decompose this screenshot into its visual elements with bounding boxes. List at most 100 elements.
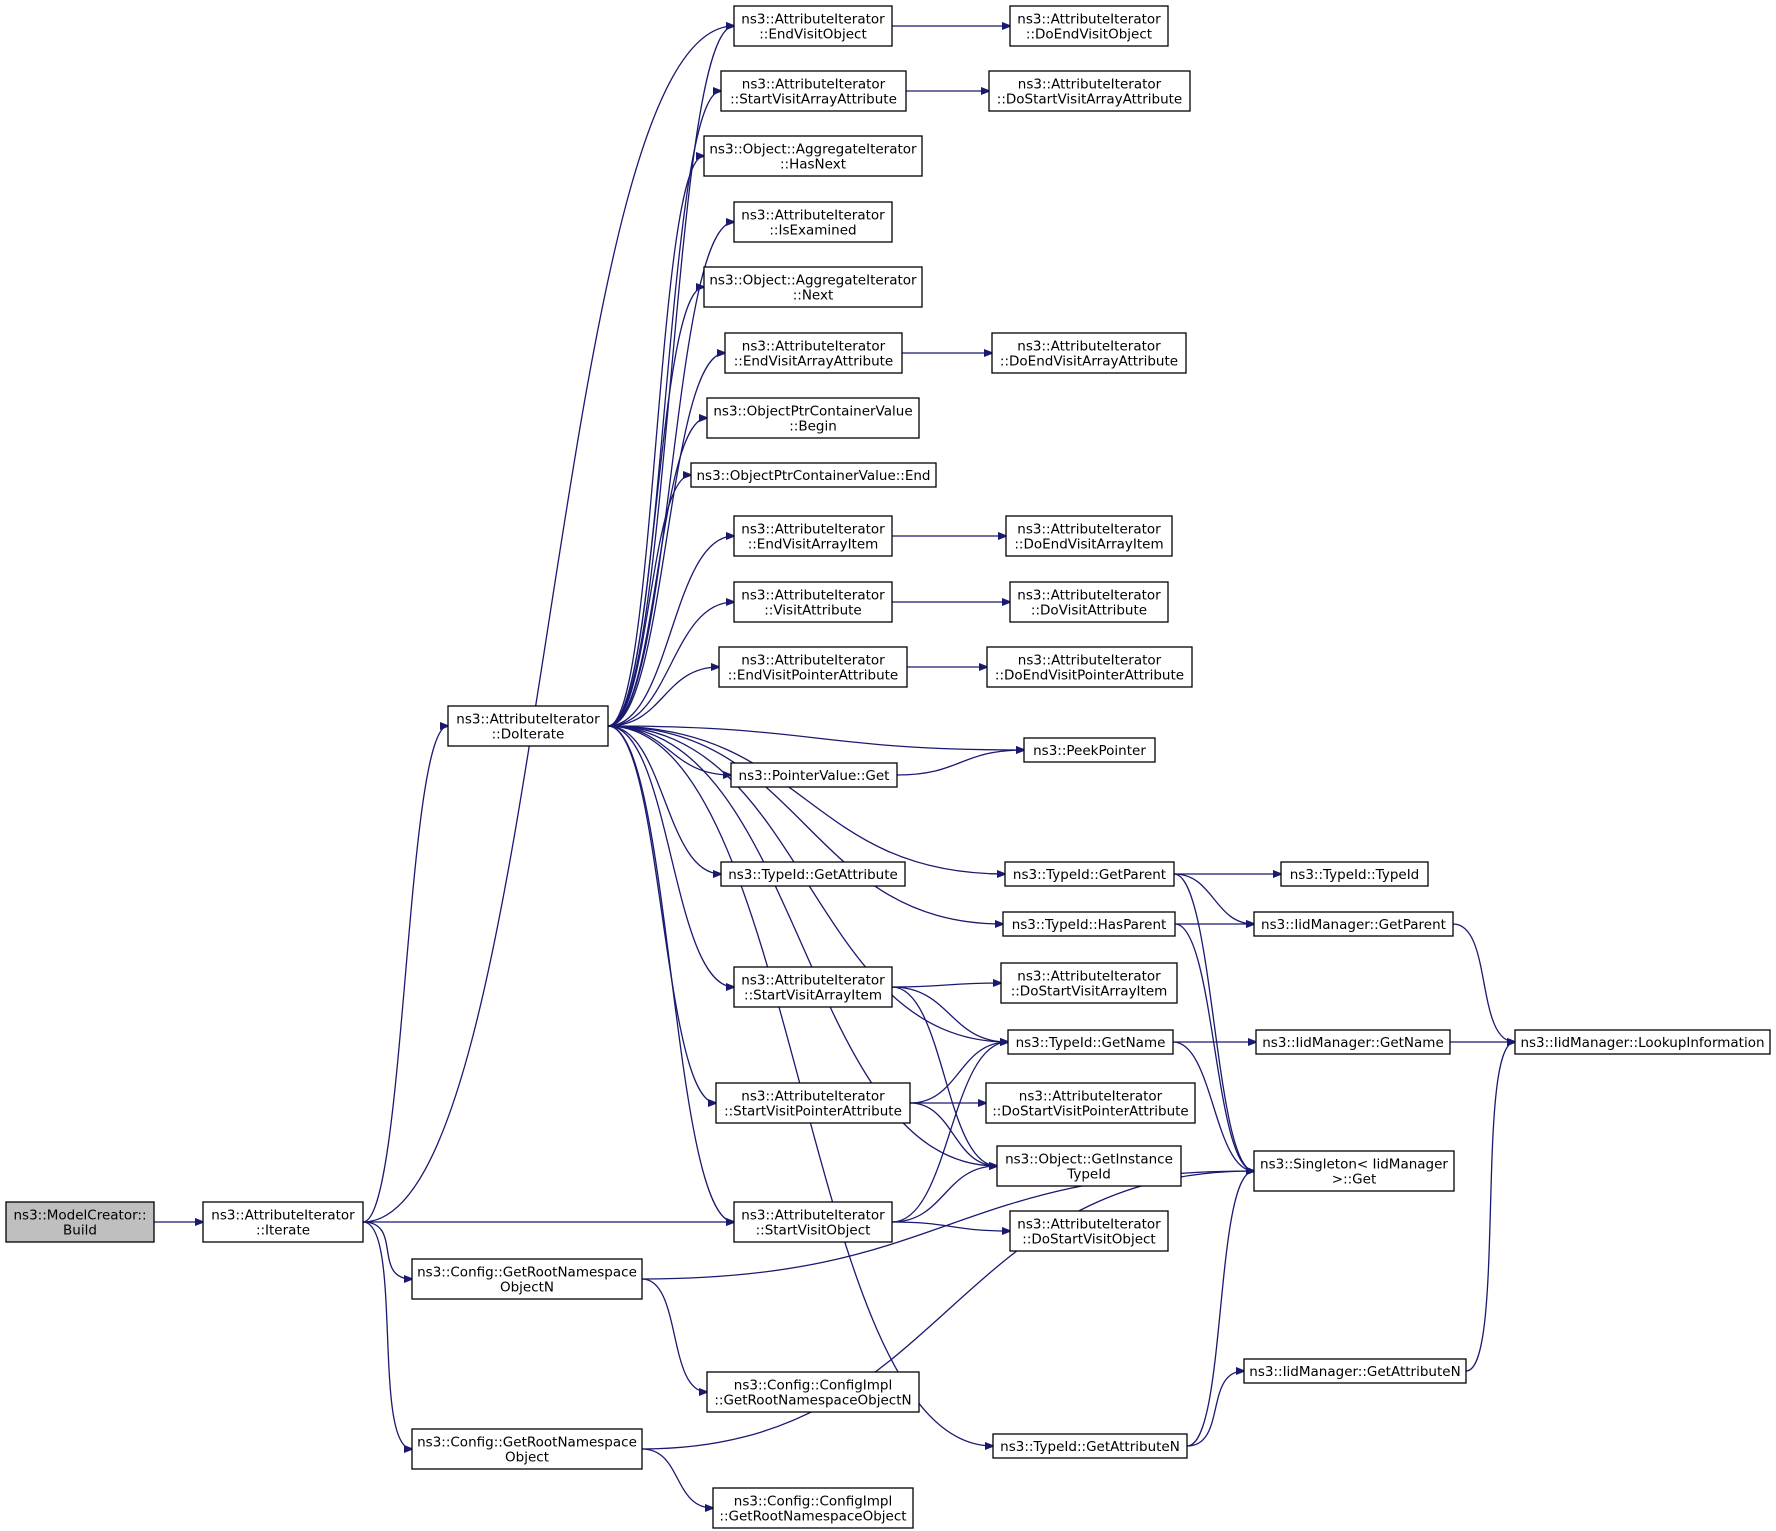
- edge-startvisitobject-to-dostartvisitobject: [891, 1221, 1010, 1231]
- node-label: ::Next: [793, 288, 834, 304]
- node-box: [411, 1428, 643, 1470]
- node-endvisitobject[interactable]: ns3::AttributeIterator::EndVisitObject: [733, 5, 893, 47]
- node-label: ns3::PeekPointer: [1033, 743, 1146, 759]
- node-typeid-typeid[interactable]: ns3::TypeId::TypeId: [1280, 861, 1429, 887]
- node-singleton-get[interactable]: ns3::Singleton< IidManager>::Get: [1253, 1150, 1455, 1192]
- node-box: [690, 462, 937, 488]
- node-startvisitptrattr[interactable]: ns3::AttributeIterator::StartVisitPointe…: [715, 1082, 911, 1124]
- node-label: ns3::Config::GetRootNamespace: [417, 1265, 637, 1281]
- node-doendvisitptrattr[interactable]: ns3::AttributeIterator::DoEndVisitPointe…: [986, 646, 1193, 688]
- node-typeid-getparent[interactable]: ns3::TypeId::GetParent: [1004, 861, 1175, 887]
- node-label: ::EndVisitObject: [759, 27, 867, 43]
- node-cfgimpl-getrootnsobjn[interactable]: ns3::Config::ConfigImpl::GetRootNamespac…: [706, 1371, 920, 1413]
- node-box: [720, 70, 907, 112]
- node-box: [706, 1371, 920, 1413]
- node-build[interactable]: ns3::ModelCreator::Build: [5, 1201, 155, 1243]
- edge-iterate-to-endvisitobject: [362, 26, 734, 1223]
- node-endvisitarrayattr[interactable]: ns3::AttributeIterator::EndVisitArrayAtt…: [724, 332, 903, 374]
- node-ptrvalue-get[interactable]: ns3::PointerValue::Get: [730, 762, 898, 788]
- node-box: [720, 861, 906, 887]
- node-layer: ns3::ModelCreator::Build ns3::AttributeIt…: [5, 5, 1771, 1529]
- node-dostartvisitptrattr[interactable]: ns3::AttributeIterator::DoStartVisitPoin…: [985, 1082, 1196, 1124]
- node-box: [1000, 962, 1178, 1004]
- node-aggr-next[interactable]: ns3::Object::AggregateIterator::Next: [703, 266, 923, 308]
- node-dostartvisitarrayattr[interactable]: ns3::AttributeIterator::DoStartVisitArra…: [988, 70, 1191, 112]
- node-box: [733, 5, 893, 47]
- node-typeid-getattribute[interactable]: ns3::TypeId::GetAttribute: [720, 861, 906, 887]
- node-startvisitobject[interactable]: ns3::AttributeIterator::StartVisitObject: [733, 1201, 893, 1243]
- node-label: ns3::IidManager::GetName: [1262, 1035, 1444, 1051]
- node-iid-getattributen[interactable]: ns3::IidManager::GetAttributeN: [1243, 1358, 1467, 1384]
- node-label: ::DoStartVisitArrayAttribute: [997, 92, 1182, 108]
- node-doiterate[interactable]: ns3::AttributeIterator::DoIterate: [447, 705, 609, 747]
- node-label: ::HasNext: [780, 157, 846, 173]
- node-box: [1255, 1029, 1451, 1055]
- node-box: [1005, 515, 1173, 557]
- node-box: [733, 201, 893, 243]
- node-box: [703, 266, 923, 308]
- node-dostartvisitobject[interactable]: ns3::AttributeIterator::DoStartVisitObje…: [1009, 1210, 1169, 1252]
- node-dostartvisitarrayitem[interactable]: ns3::AttributeIterator::DoStartVisitArra…: [1000, 962, 1178, 1004]
- node-label: ::GetRootNamespaceObject: [719, 1509, 906, 1525]
- node-label: ::EndVisitArrayAttribute: [734, 354, 894, 370]
- node-startvisitarrayitem[interactable]: ns3::AttributeIterator::StartVisitArrayI…: [733, 966, 893, 1008]
- node-label: ns3::AttributeIterator: [741, 1208, 885, 1224]
- node-label: ::DoStartVisitObject: [1022, 1232, 1155, 1248]
- node-endvisitarrayitem[interactable]: ns3::AttributeIterator::EndVisitArrayIte…: [733, 515, 893, 557]
- node-cfg-getrootnsobjn[interactable]: ns3::Config::GetRootNamespaceObjectN: [411, 1258, 643, 1300]
- node-label: ns3::AttributeIterator: [1017, 588, 1161, 604]
- node-optr-end[interactable]: ns3::ObjectPtrContainerValue::End: [690, 462, 937, 488]
- node-box: [733, 581, 893, 623]
- edge-doiterate-to-startvisitobject: [607, 725, 734, 1222]
- node-box: [985, 1082, 1196, 1124]
- node-label: ::DoEndVisitPointerAttribute: [995, 668, 1184, 684]
- node-doendvisitarrayattr[interactable]: ns3::AttributeIterator::DoEndVisitArrayA…: [991, 332, 1187, 374]
- node-label: ns3::Config::ConfigImpl: [734, 1494, 892, 1510]
- node-peekpointer[interactable]: ns3::PeekPointer: [1023, 737, 1156, 763]
- node-typeid-getattributen[interactable]: ns3::TypeId::GetAttributeN: [992, 1433, 1188, 1459]
- edge-startvisitarrayitem-to-typeid-getname: [891, 986, 1008, 1042]
- node-label: ::StartVisitPointerAttribute: [724, 1104, 902, 1120]
- node-box: [996, 1145, 1182, 1187]
- node-endvisitptrattr[interactable]: ns3::AttributeIterator::EndVisitPointerA…: [718, 646, 908, 688]
- node-label: ns3::AttributeIterator: [741, 208, 885, 224]
- node-box: [712, 1487, 914, 1529]
- node-iid-getname[interactable]: ns3::IidManager::GetName: [1255, 1029, 1451, 1055]
- node-box: [1002, 911, 1176, 937]
- node-box: [718, 646, 908, 688]
- node-typeid-getname[interactable]: ns3::TypeId::GetName: [1007, 1029, 1174, 1055]
- edge-doiterate-to-optr-begin: [607, 418, 707, 727]
- node-dovisitattribute[interactable]: ns3::AttributeIterator::DoVisitAttribute: [1009, 581, 1169, 623]
- node-box: [1009, 581, 1169, 623]
- node-box: [5, 1201, 155, 1243]
- node-iid-lookup[interactable]: ns3::IidManager::LookupInformation: [1514, 1029, 1771, 1055]
- edge-startvisitobject-to-typeid-getname: [891, 1042, 1008, 1223]
- node-cfg-getrootnsobj[interactable]: ns3::Config::GetRootNamespaceObject: [411, 1428, 643, 1470]
- node-iid-getparent[interactable]: ns3::IidManager::GetParent: [1253, 911, 1454, 937]
- edge-startvisitptrattr-to-getinstancetypeid: [909, 1102, 997, 1166]
- node-startvisitarrayattr[interactable]: ns3::AttributeIterator::StartVisitArrayA…: [720, 70, 907, 112]
- node-typeid-hasparent[interactable]: ns3::TypeId::HasParent: [1002, 911, 1176, 937]
- node-label: ns3::IidManager::LookupInformation: [1520, 1035, 1764, 1051]
- edge-typeid-getparent-to-singleton-get: [1173, 873, 1254, 1171]
- node-box: [411, 1258, 643, 1300]
- node-optr-begin[interactable]: ns3::ObjectPtrContainerValue::Begin: [706, 397, 920, 439]
- node-box: [447, 705, 609, 747]
- node-iterate[interactable]: ns3::AttributeIterator::Iterate: [202, 1201, 364, 1243]
- node-box: [1009, 1210, 1169, 1252]
- node-cfgimpl-getrootnsobj[interactable]: ns3::Config::ConfigImpl::GetRootNamespac…: [712, 1487, 914, 1529]
- node-doendvisitarrayitem[interactable]: ns3::AttributeIterator::DoEndVisitArrayI…: [1005, 515, 1173, 557]
- node-isexamined[interactable]: ns3::AttributeIterator::IsExamined: [733, 201, 893, 243]
- node-label: ::DoStartVisitPointerAttribute: [992, 1104, 1188, 1120]
- node-label: ns3::Object::GetInstance: [1005, 1152, 1173, 1168]
- node-label: ns3::TypeId::GetParent: [1013, 867, 1166, 883]
- node-visitattribute[interactable]: ns3::AttributeIterator::VisitAttribute: [733, 581, 893, 623]
- node-aggr-hasnext[interactable]: ns3::Object::AggregateIterator::HasNext: [703, 135, 923, 177]
- edge-iterate-to-doiterate: [362, 726, 448, 1223]
- node-box: [202, 1201, 364, 1243]
- node-label: ns3::AttributeIterator: [742, 339, 886, 355]
- node-doendvisitobject[interactable]: ns3::AttributeIterator::DoEndVisitObject: [1009, 5, 1169, 47]
- node-label: ns3::AttributeIterator: [741, 653, 885, 669]
